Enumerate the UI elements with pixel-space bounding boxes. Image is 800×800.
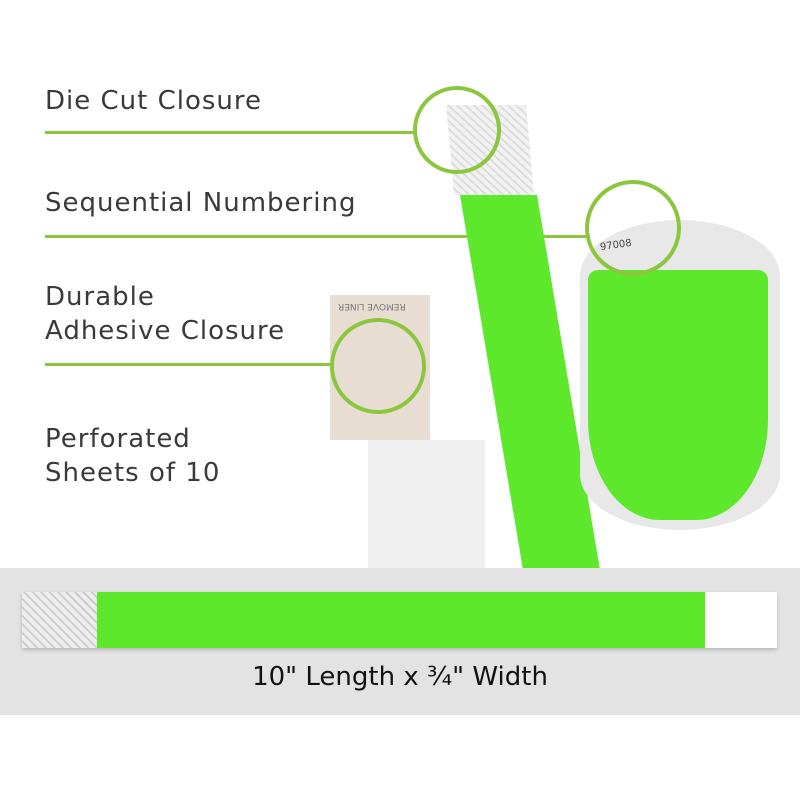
dimensions-label: 10" Length x ¾" Width	[252, 662, 548, 692]
die-cut-tab	[22, 592, 97, 648]
callout-line	[45, 131, 417, 134]
wristband-loop	[588, 270, 768, 520]
liner-text: REMOVE LINER	[338, 301, 406, 311]
feature-durable-line2: Adhesive Closure	[45, 316, 286, 346]
feature-perforated-line1: Perforated	[45, 424, 191, 454]
zoom-circle-numbering	[585, 180, 681, 276]
feature-perforated-line2: Sheets of 10	[45, 458, 221, 488]
feature-die-cut-closure: Die Cut Closure	[45, 86, 263, 116]
feature-durable-line1: Durable	[45, 282, 155, 312]
wristband-print	[97, 592, 705, 648]
zoom-circle-adhesive	[330, 318, 426, 414]
feature-sequential-numbering: Sequential Numbering	[45, 188, 357, 218]
callout-line	[45, 363, 332, 366]
callout-line	[45, 235, 590, 238]
perforated-sheet	[368, 440, 485, 570]
wristband-flat	[22, 592, 777, 648]
zoom-circle-die-cut	[413, 86, 501, 174]
